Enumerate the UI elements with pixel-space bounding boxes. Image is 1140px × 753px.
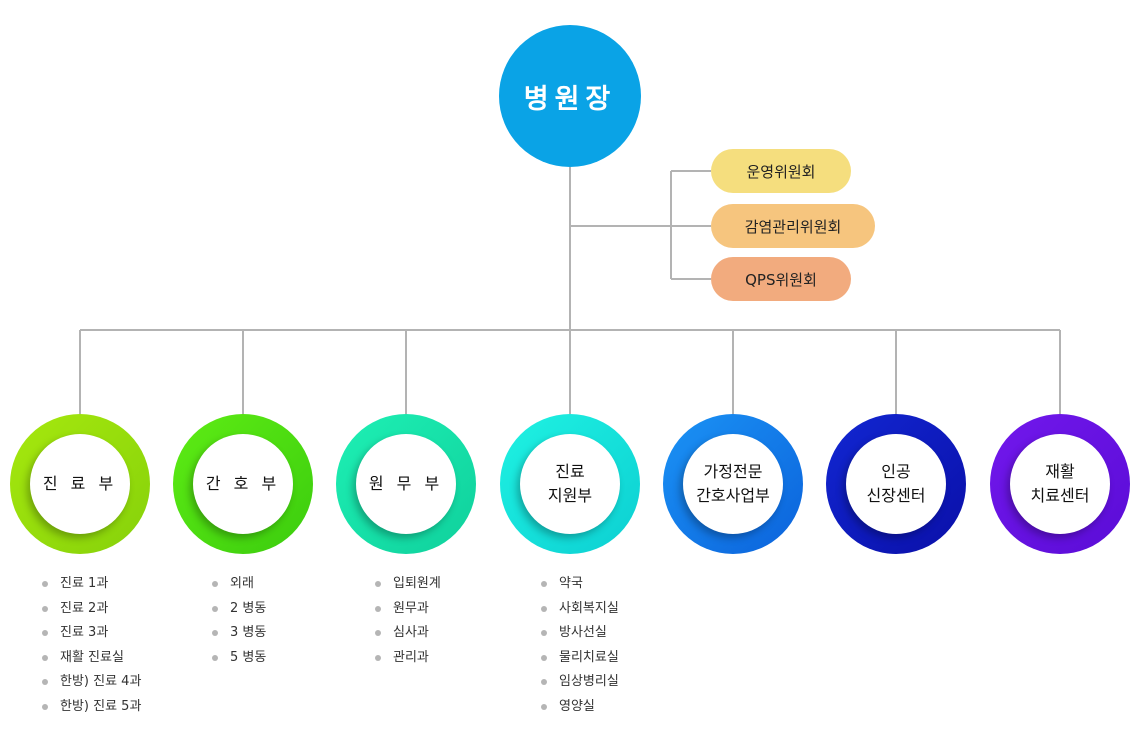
list-item: 사회복지실 — [541, 597, 619, 622]
list-item: 한방) 진료 5과 — [42, 695, 141, 720]
list-item: 3 병동 — [212, 621, 266, 646]
list-item: 입퇴원계 — [375, 572, 441, 597]
department-label: 원 무 부 — [356, 434, 456, 534]
committee-label: QPS위원회 — [745, 270, 817, 289]
list-item: 외래 — [212, 572, 266, 597]
list-item: 영양실 — [541, 695, 619, 720]
department-label: 진 료 부 — [30, 434, 130, 534]
list-item: 관리과 — [375, 646, 441, 671]
committee-label: 감염관리위원회 — [744, 217, 842, 236]
medical-subunit-list: 진료 1과 진료 2과 진료 3과 재활 진료실 한방) 진료 4과 한방) 진… — [42, 572, 141, 719]
department-label: 간 호 부 — [193, 434, 293, 534]
list-item: 원무과 — [375, 597, 441, 622]
list-item: 5 병동 — [212, 646, 266, 671]
committee-operations: 운영위원회 — [711, 149, 851, 193]
list-item: 진료 3과 — [42, 621, 141, 646]
list-item: 2 병동 — [212, 597, 266, 622]
committee-qps: QPS위원회 — [711, 257, 851, 301]
department-nursing: 간 호 부 — [173, 414, 313, 554]
list-item: 한방) 진료 4과 — [42, 670, 141, 695]
list-item: 심사과 — [375, 621, 441, 646]
list-item: 임상병리실 — [541, 670, 619, 695]
list-item: 진료 1과 — [42, 572, 141, 597]
list-item: 진료 2과 — [42, 597, 141, 622]
medical-support-subunit-list: 약국 사회복지실 방사선실 물리치료실 임상병리실 영양실 — [541, 572, 619, 719]
department-administration: 원 무 부 — [336, 414, 476, 554]
list-item: 물리치료실 — [541, 646, 619, 671]
list-item: 방사선실 — [541, 621, 619, 646]
committee-infection-control: 감염관리위원회 — [711, 204, 875, 248]
list-item: 약국 — [541, 572, 619, 597]
committee-label: 운영위원회 — [746, 162, 816, 181]
department-medical: 진 료 부 — [10, 414, 150, 554]
list-item: 재활 진료실 — [42, 646, 141, 671]
nursing-subunit-list: 외래 2 병동 3 병동 5 병동 — [212, 572, 266, 670]
director-node: 병원장 — [499, 25, 641, 167]
director-label: 병원장 — [523, 83, 617, 115]
administration-subunit-list: 입퇴원계 원무과 심사과 관리과 — [375, 572, 441, 670]
